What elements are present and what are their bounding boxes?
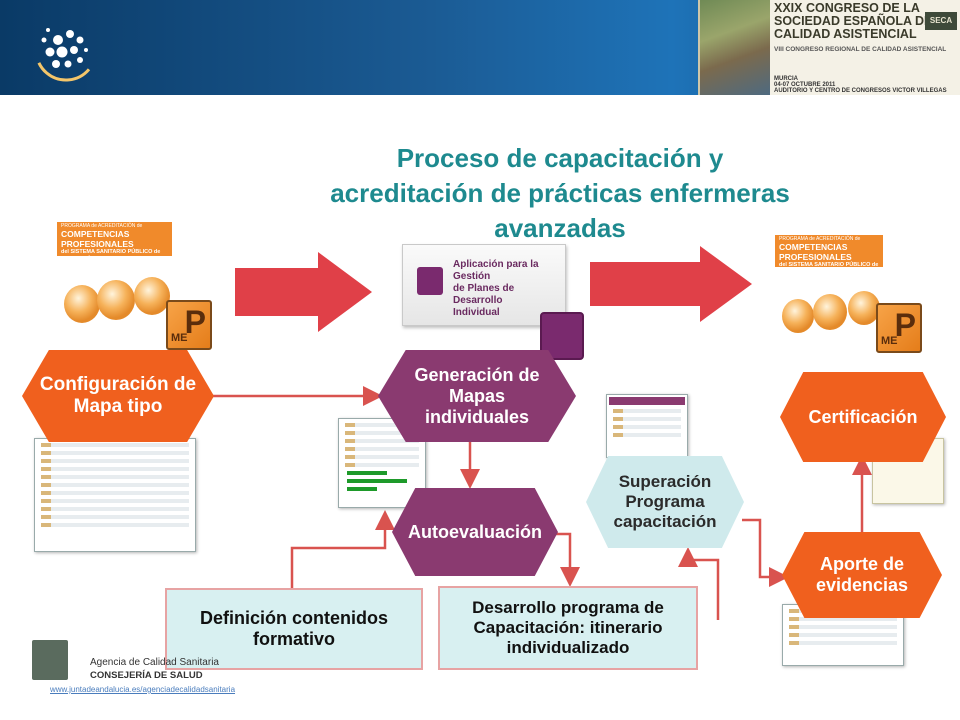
page-title: Proceso de capacitación y acreditación d… bbox=[260, 141, 860, 246]
mep-left-me: ME bbox=[171, 332, 188, 344]
node-config-line-2: Mapa tipo bbox=[73, 396, 163, 417]
footer-agency: Agencia de Calidad Sanitaria bbox=[90, 657, 219, 668]
node-superacion-line-3: capacitación bbox=[613, 512, 717, 531]
seca-badge: SECA bbox=[925, 12, 957, 30]
orange-balls-right-icon bbox=[782, 291, 880, 333]
node-certificacion: Certificación bbox=[780, 372, 946, 462]
banner-line-3: CALIDAD ASISTENCIAL bbox=[774, 27, 917, 41]
title-line-1: Proceso de capacitación y bbox=[396, 143, 724, 173]
footer-consejeria: CONSEJERÍA DE SALUD bbox=[90, 670, 203, 681]
app-icon bbox=[417, 267, 443, 295]
mep-logo-left-icon: P ME bbox=[166, 300, 212, 350]
node-desarrollo-line-3: individualizado bbox=[506, 638, 630, 657]
app-text: Aplicación para la Gestión de Planes de … bbox=[453, 259, 561, 319]
junta-logo-icon bbox=[34, 18, 98, 82]
node-generacion-line-3: individuales bbox=[424, 406, 529, 427]
program-right-line-2: COMPETENCIAS PROFESIONALES bbox=[779, 241, 852, 262]
node-aporte-evidencias: Aporte de evidencias bbox=[782, 532, 942, 618]
node-aporte-line-1: Aporte de bbox=[819, 554, 904, 574]
program-right-line-3: del SISTEMA SANITARIO PÚBLICO de ANDALUC… bbox=[779, 262, 879, 275]
banner-venue: AUDITORIO Y CENTRO DE CONGRESOS VICTOR V… bbox=[774, 88, 947, 94]
arrow-auto-to-desarrollo bbox=[556, 532, 580, 587]
junta-andalucia-shield-icon bbox=[32, 640, 68, 680]
node-superacion-line-1: Superación bbox=[618, 472, 712, 491]
footer-url-link[interactable]: www.juntadeandalucia.es/agenciadecalidad… bbox=[50, 685, 236, 694]
arrow-superacion-to-aporte bbox=[742, 518, 789, 587]
arrow-definicion-to-auto bbox=[290, 510, 395, 588]
banner-photo bbox=[700, 0, 770, 95]
banner-line-4: VIII CONGRESO REGIONAL DE CALIDAD ASISTE… bbox=[774, 46, 947, 53]
node-autoevaluacion-label: Autoevaluación bbox=[407, 521, 543, 542]
node-autoevaluacion: Autoevaluación bbox=[392, 488, 558, 576]
node-configuracion-mapa-tipo: Configuración de Mapa tipo bbox=[22, 350, 214, 442]
node-generacion-line-1: Generación de bbox=[414, 364, 540, 385]
node-desarrollo-line-1: Desarrollo programa de bbox=[472, 598, 664, 617]
screenshot-thumb-superacion bbox=[606, 394, 688, 458]
node-superacion-programa: Superación Programa capacitación bbox=[586, 456, 744, 548]
node-certificacion-label: Certificación bbox=[808, 406, 918, 427]
banner-dates: 04-07 OCTUBRE 2011 bbox=[774, 82, 836, 88]
orange-balls-left-icon bbox=[64, 277, 170, 323]
arrow-desarrollo-to-superacion bbox=[678, 547, 720, 620]
node-definicion-contenidos: Definición contenidos formativo bbox=[165, 588, 423, 670]
header-bar: XXIX CONGRESO DE LA SOCIEDAD ESPAÑOLA DE… bbox=[0, 0, 960, 95]
node-config-line-1: Configuración de bbox=[39, 374, 197, 395]
node-generacion-line-2: Mapas bbox=[448, 385, 505, 406]
big-arrow-left bbox=[235, 252, 372, 332]
node-superacion-line-2: Programa bbox=[625, 492, 705, 511]
node-definicion-line-2: formativo bbox=[252, 629, 335, 649]
banner-city: MURCIA bbox=[774, 76, 798, 82]
big-arrow-right bbox=[590, 246, 752, 322]
program-logo-right: PROGRAMA de ACREDITACIÓN de COMPETENCIAS… bbox=[775, 235, 883, 275]
node-definicion-line-1: Definición contenidos bbox=[199, 608, 388, 628]
title-line-3: avanzadas bbox=[494, 213, 626, 243]
program-left-line-2: COMPETENCIAS PROFESIONALES bbox=[61, 228, 134, 249]
node-desarrollo-programa: Desarrollo programa de Capacitación: iti… bbox=[438, 586, 698, 670]
app-line-1: Aplicación para la Gestión bbox=[453, 259, 539, 282]
banner-line-2: SOCIEDAD ESPAÑOLA DE bbox=[774, 14, 933, 28]
program-right-line-1: PROGRAMA de ACREDITACIÓN de bbox=[779, 236, 861, 242]
app-line-2: de Planes de Desarrollo bbox=[453, 283, 515, 306]
title-line-2: acreditación de prácticas enfermeras bbox=[330, 178, 790, 208]
program-left-line-1: PROGRAMA de ACREDITACIÓN de bbox=[61, 223, 143, 229]
app-card: Aplicación para la Gestión de Planes de … bbox=[402, 244, 566, 326]
screenshot-thumb-config bbox=[34, 438, 196, 552]
program-logo-left: PROGRAMA de ACREDITACIÓN de COMPETENCIAS… bbox=[57, 222, 172, 262]
banner-line-1: XXIX CONGRESO DE LA bbox=[774, 1, 920, 15]
mep-right-p: P bbox=[894, 307, 916, 343]
program-left-line-3: del SISTEMA SANITARIO PÚBLICO de ANDALUC… bbox=[61, 249, 161, 262]
congress-banner: XXIX CONGRESO DE LA SOCIEDAD ESPAÑOLA DE… bbox=[698, 0, 960, 95]
node-generacion-mapas: Generación de Mapas individuales bbox=[378, 350, 576, 442]
mep-left-p: P bbox=[184, 304, 206, 340]
node-desarrollo-line-2: Capacitación: itinerario bbox=[473, 618, 663, 637]
mep-right-me: ME bbox=[881, 335, 898, 347]
node-aporte-line-2: evidencias bbox=[815, 575, 909, 595]
mep-logo-right-icon: P ME bbox=[876, 303, 922, 353]
app-line-3: Individual bbox=[453, 307, 500, 318]
